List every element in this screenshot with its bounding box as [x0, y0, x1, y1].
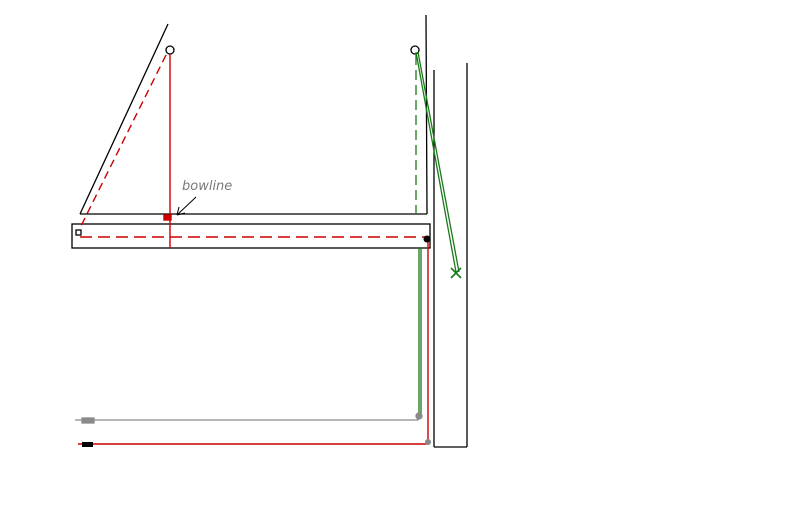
green-diagonal-line	[415, 51, 457, 273]
left-end-block	[75, 229, 82, 236]
pivots	[75, 45, 420, 236]
grey-lines	[75, 412, 423, 424]
bowline-arrow-shaft	[176, 196, 197, 216]
green-diagonal-line-b	[417, 51, 460, 273]
grey-control-line	[75, 414, 419, 421]
markers	[82, 235, 431, 447]
bowline-label: bowline	[182, 179, 232, 194]
boom-bar	[71, 223, 431, 249]
right-pivot-circle	[410, 45, 420, 55]
bottom-corner-dot	[425, 439, 431, 445]
red-line-end-tab	[82, 442, 93, 447]
green-lines	[415, 51, 462, 414]
left-pivot-circle	[165, 45, 175, 55]
red-downhaul-line	[78, 240, 429, 445]
structure	[71, 14, 468, 448]
red-knot-marker	[163, 214, 172, 221]
green-x-marker	[450, 267, 462, 279]
boom-corner-dot	[423, 235, 431, 243]
red-diagonal-dashed	[79, 54, 167, 229]
left-diagonal-arm	[79, 23, 169, 215]
red-lines	[78, 54, 429, 445]
right-vertical-post	[425, 14, 428, 215]
bowline-arrow-head	[176, 206, 186, 216]
grey-line-end-tab	[81, 417, 95, 424]
grey-corner-dot	[415, 412, 423, 420]
bowline-annotation: bowline	[176, 179, 232, 216]
